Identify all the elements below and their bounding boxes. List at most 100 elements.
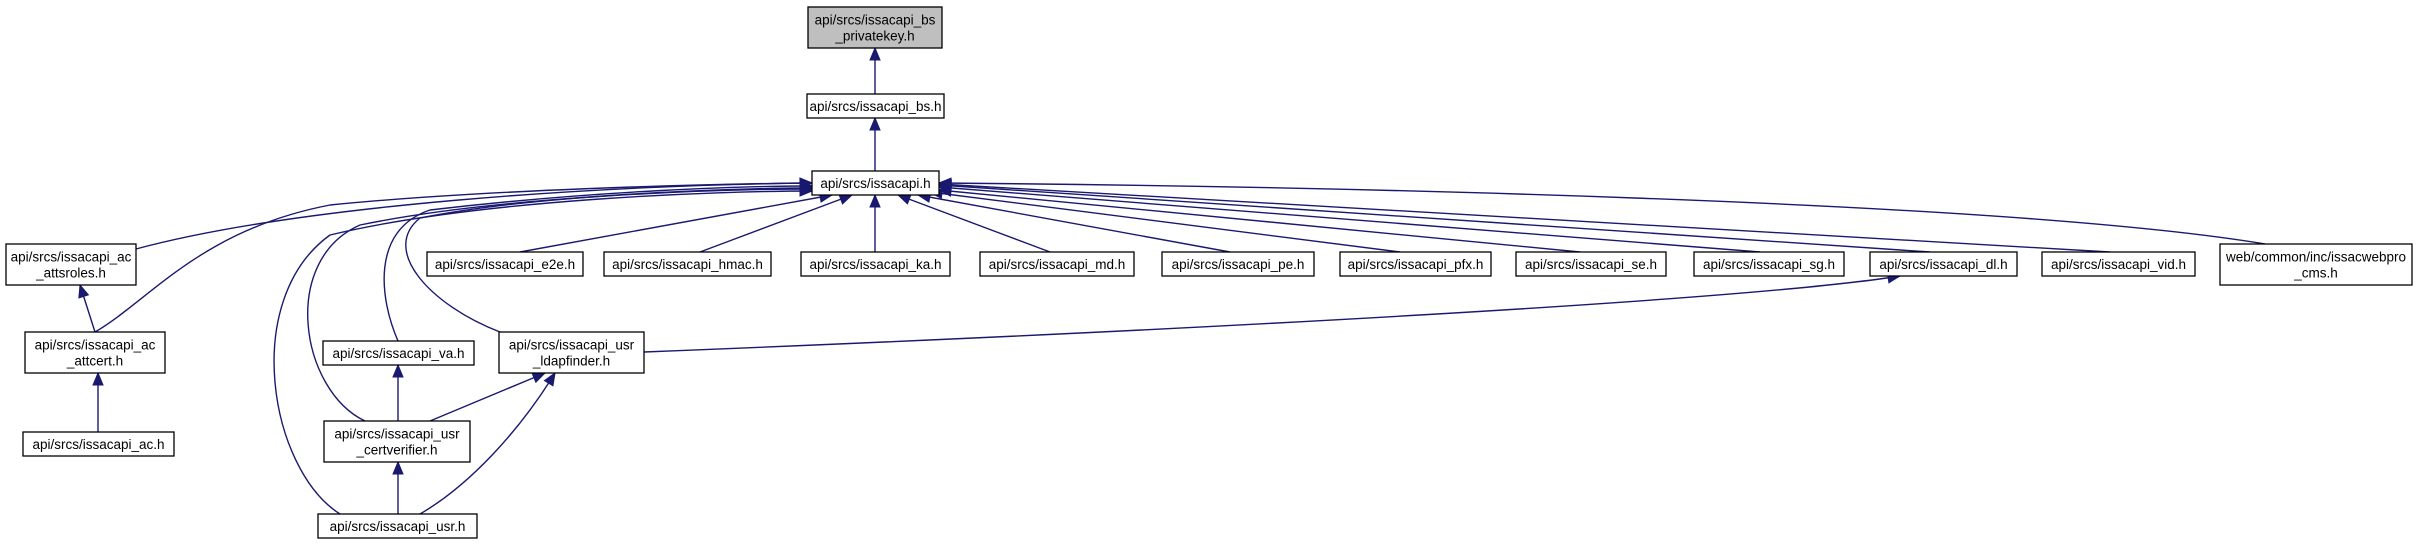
- node-e2e[interactable]: api/srcs/issacapi_e2e.h: [426, 251, 584, 277]
- node-dl[interactable]: api/srcs/issacapi_dl.h: [1869, 251, 2018, 277]
- edge-pfx-to-issacapi: [928, 187, 1401, 253]
- edge-usr-to-issacapi: [273, 185, 814, 515]
- node-se[interactable]: api/srcs/issacapi_se.h: [1515, 251, 1667, 277]
- edge-line: [519, 194, 833, 253]
- node-box: [2219, 243, 2413, 286]
- node-box: [426, 251, 584, 277]
- arrow-head: [869, 193, 881, 208]
- edge-line: [917, 194, 1231, 253]
- edge-se-to-issacapi: [937, 185, 1581, 253]
- node-pe[interactable]: api/srcs/issacapi_pe.h: [1161, 251, 1315, 277]
- node-box: [498, 331, 645, 374]
- node-box: [800, 251, 951, 277]
- node-box: [806, 93, 945, 119]
- node-md[interactable]: api/srcs/issacapi_md.h: [979, 251, 1135, 277]
- edge-line: [307, 188, 813, 422]
- edge-line: [938, 183, 2111, 253]
- node-label-line: _attsroles.h: [35, 266, 106, 281]
- edge-usr-certverifier-to-issacapi: [307, 183, 814, 422]
- node-box: [317, 513, 478, 539]
- node-box: [1339, 251, 1492, 277]
- node-box: [22, 431, 175, 457]
- edge-ka-to-issacapi: [869, 193, 881, 252]
- node-label-line: api/srcs/issacapi_pfx.h: [1348, 257, 1484, 272]
- node-label-line: api/srcs/issacapi_md.h: [989, 257, 1126, 272]
- node-va[interactable]: api/srcs/issacapi_va.h: [322, 340, 475, 366]
- edge-line: [273, 190, 813, 515]
- arrow-head: [838, 194, 854, 205]
- edge-usr-to-usr-ldapfinder: [419, 371, 556, 515]
- node-label-line: api/srcs/issacapi_ac: [35, 338, 156, 353]
- node-label-line: api/srcs/issacapi_hmac.h: [612, 257, 763, 272]
- node-label-line: api/srcs/issacapi_dl.h: [1879, 257, 2007, 272]
- node-label-line: api/srcs/issacapi_ac: [11, 250, 132, 265]
- node-hmac[interactable]: api/srcs/issacapi_hmac.h: [603, 251, 772, 277]
- node-usr-ldapfinder[interactable]: api/srcs/issacapi_usr_ldapfinder.h: [498, 331, 645, 374]
- node-box: [1869, 251, 2018, 277]
- arrow-head: [869, 116, 881, 131]
- edge-ac-to-ac-attcert: [92, 371, 104, 432]
- node-bs-privatekey[interactable]: api/srcs/issacapi_bs_privatekey.h: [807, 6, 943, 49]
- node-label-line: _attcert.h: [66, 354, 123, 369]
- node-label-line: api/srcs/issacapi_ka.h: [809, 257, 941, 272]
- node-usr-certverifier[interactable]: api/srcs/issacapi_usr_certverifier.h: [323, 420, 471, 463]
- edge-line: [699, 194, 853, 253]
- arrow-head: [937, 177, 952, 189]
- edge-line: [929, 191, 1401, 253]
- node-usr[interactable]: api/srcs/issacapi_usr.h: [317, 513, 478, 539]
- node-box: [2041, 251, 2196, 277]
- node-label-line: _privatekey.h: [834, 29, 914, 44]
- node-box: [603, 251, 772, 277]
- node-label-line: api/srcs/issacapi_bs.h: [809, 99, 941, 114]
- node-bs[interactable]: api/srcs/issacapi_bs.h: [806, 93, 945, 119]
- node-cms[interactable]: web/common/inc/issacwebpro_cms.h: [2219, 243, 2413, 286]
- arrow-head: [896, 194, 912, 205]
- edge-line: [897, 194, 1051, 253]
- node-label-line: api/srcs/issacapi_ac.h: [32, 437, 164, 452]
- arrow-head: [799, 185, 814, 197]
- node-box: [807, 6, 943, 49]
- arrow-head: [543, 371, 556, 387]
- edge-layer: [78, 46, 2266, 515]
- arrow-head: [78, 283, 90, 299]
- edge-cms-to-issacapi: [937, 177, 2266, 245]
- node-box: [1515, 251, 1667, 277]
- edge-line: [938, 184, 1931, 253]
- edge-line: [429, 372, 546, 422]
- edge-line: [643, 275, 1901, 353]
- node-box: [24, 331, 166, 374]
- node-label-line: api/srcs/issacapi_usr.h: [330, 519, 466, 534]
- node-label-line: api/srcs/issacapi_usr: [509, 338, 635, 353]
- edge-line: [938, 186, 1761, 253]
- arrow-head: [392, 460, 404, 475]
- node-label-line: api/srcs/issacapi_sg.h: [1703, 257, 1835, 272]
- node-ac-attsroles[interactable]: api/srcs/issacapi_ac_attsroles.h: [5, 243, 137, 286]
- node-vid[interactable]: api/srcs/issacapi_vid.h: [2041, 251, 2196, 277]
- node-box: [1161, 251, 1315, 277]
- edge-line: [938, 182, 2266, 245]
- node-sg[interactable]: api/srcs/issacapi_sg.h: [1693, 251, 1845, 277]
- node-ac-attcert[interactable]: api/srcs/issacapi_ac_attcert.h: [24, 331, 166, 374]
- node-box: [5, 243, 137, 286]
- edge-line: [383, 185, 813, 342]
- node-ac[interactable]: api/srcs/issacapi_ac.h: [22, 431, 175, 457]
- edge-line: [94, 182, 813, 333]
- edge-hmac-to-issacapi: [699, 194, 854, 253]
- node-issacapi[interactable]: api/srcs/issacapi.h: [811, 170, 940, 196]
- node-label-line: web/common/inc/issacwebpro: [2225, 250, 2406, 265]
- edge-line: [419, 372, 556, 515]
- arrow-head: [92, 371, 104, 386]
- edge-usr-certverifier-to-usr-ldapfinder: [429, 372, 547, 422]
- node-label-line: api/srcs/issacapi_vid.h: [2051, 257, 2186, 272]
- node-label-line: api/srcs/issacapi_e2e.h: [435, 257, 575, 272]
- node-label-line: api/srcs/issacapi_pe.h: [1172, 257, 1305, 272]
- edge-md-to-issacapi: [896, 194, 1051, 253]
- node-label-line: api/srcs/issacapi_usr: [334, 427, 460, 442]
- node-ka[interactable]: api/srcs/issacapi_ka.h: [800, 251, 951, 277]
- node-label-line: _ldapfinder.h: [532, 354, 610, 369]
- edge-ac-attcert-to-ac-attsroles: [78, 283, 96, 333]
- edge-line: [938, 189, 1581, 253]
- node-box: [811, 170, 940, 196]
- node-pfx[interactable]: api/srcs/issacapi_pfx.h: [1339, 251, 1492, 277]
